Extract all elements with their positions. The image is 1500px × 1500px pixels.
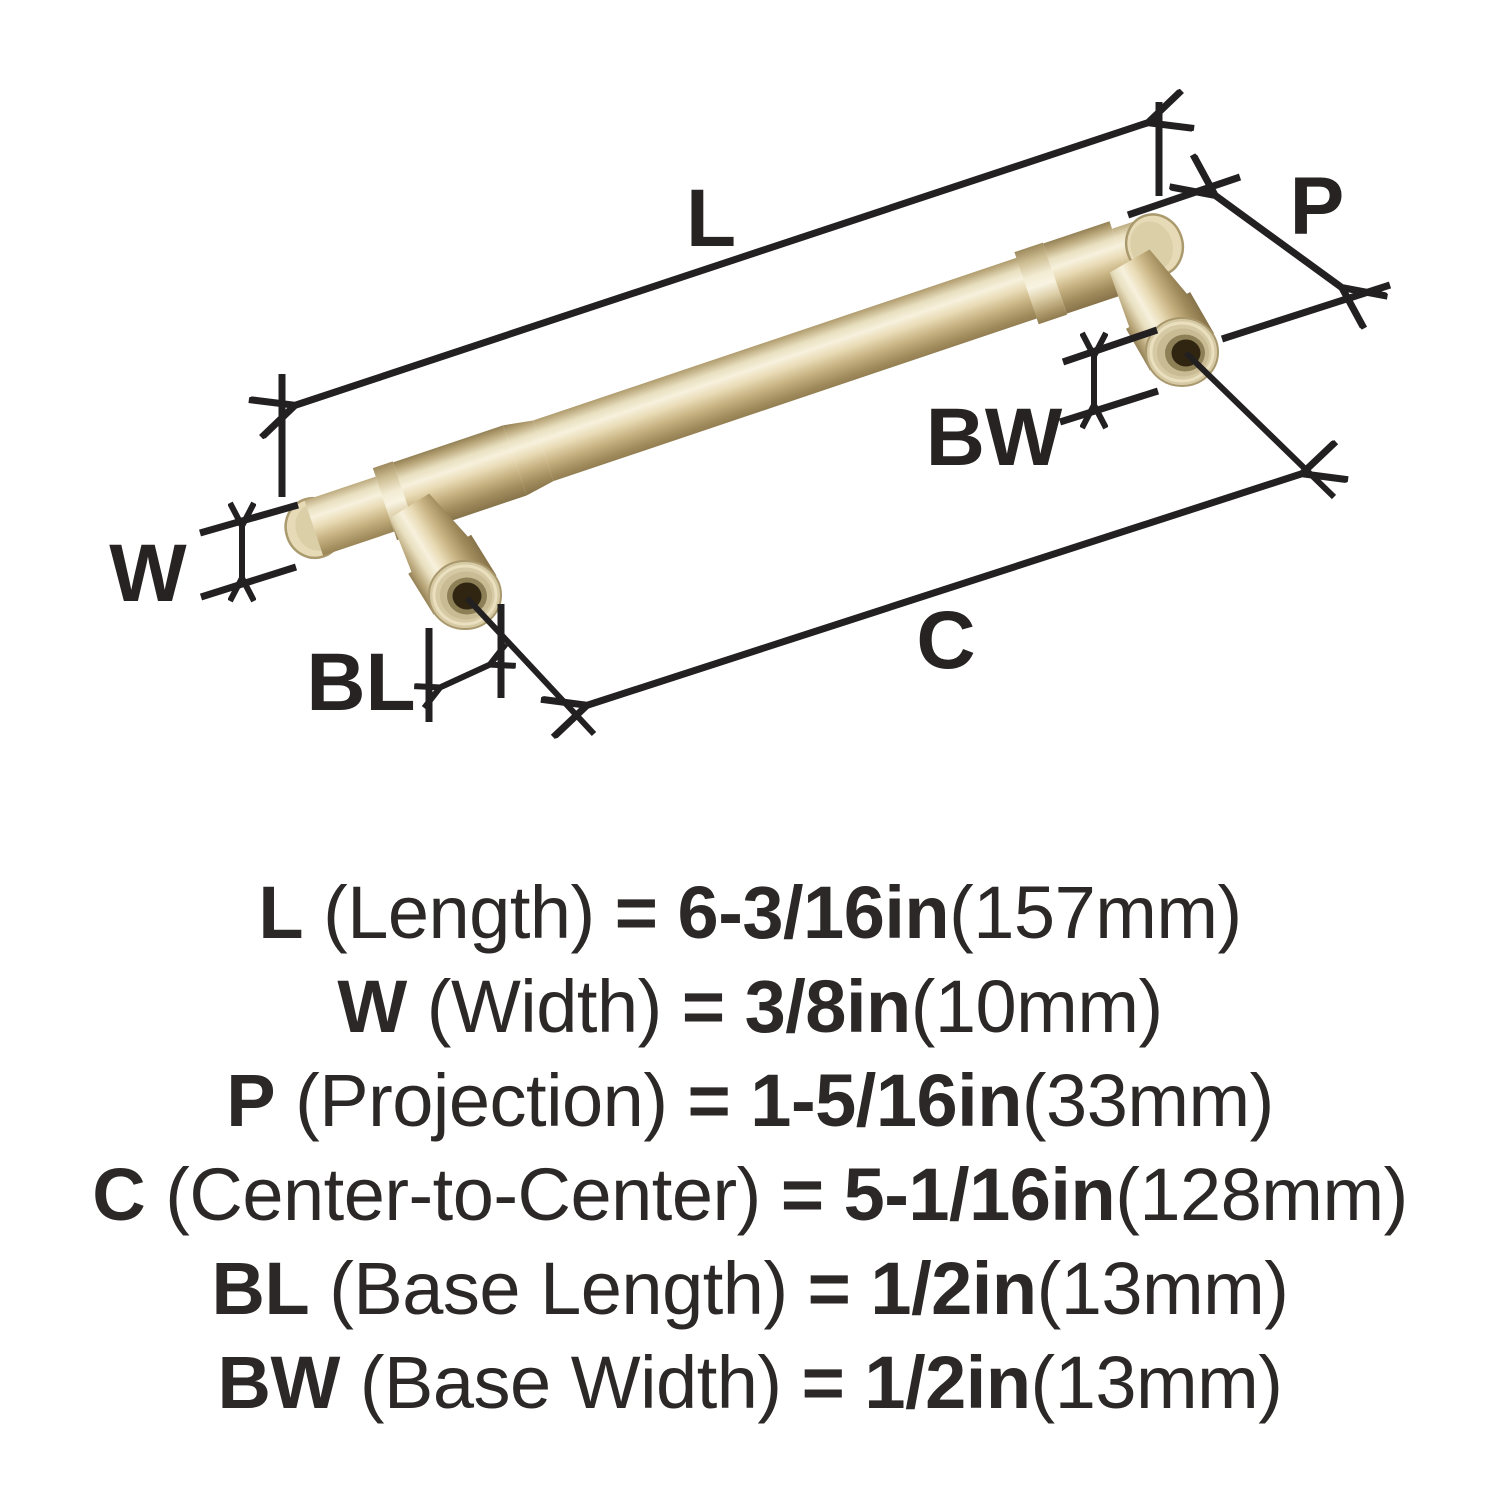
dim-c-arrow [588, 474, 1301, 705]
handle-diagram: L P W BW BL C [109, 0, 1392, 830]
dim-l-arrow [296, 123, 1147, 405]
spec-label: BL [211, 1247, 310, 1330]
spec-label: W [337, 965, 407, 1048]
dim-label-w: W [109, 528, 187, 619]
spec-line-base-width: BW (Base Width) = 1/2in(13mm) [0, 1336, 1500, 1430]
spec-line-center-to-center: C (Center-to-Center) = 5-1/16in(128mm) [0, 1148, 1500, 1242]
spec-label: BW [217, 1341, 341, 1424]
dim-p-end-line-upper [1126, 173, 1242, 219]
spec-value: = 3/8in [681, 965, 911, 1048]
spec-metric: (128mm) [1115, 1153, 1408, 1236]
spec-line-width: W (Width) = 3/8in(10mm) [0, 960, 1500, 1054]
dim-w-end-line-lower [199, 563, 298, 601]
spec-name: (Projection) [275, 1059, 688, 1142]
spec-label: C [92, 1153, 146, 1236]
dim-p-arrow [1216, 196, 1341, 287]
left-end-cap [304, 476, 395, 556]
dim-p-end-line-lower [1220, 281, 1392, 343]
dim-label-bl: BL [306, 637, 415, 728]
dim-bw-end-line-lower [1058, 387, 1160, 426]
dim-label-bw: BW [926, 392, 1063, 483]
spec-metric: (10mm) [910, 965, 1163, 1048]
spec-name: (Base Width) [339, 1341, 802, 1424]
spec-name: (Center-to-Center) [145, 1153, 781, 1236]
spec-label: P [226, 1059, 276, 1142]
dim-label-p: P [1290, 161, 1345, 252]
dim-label-l: L [686, 173, 736, 264]
spec-value: = 1/2in [807, 1247, 1037, 1330]
dim-bl-arrow [441, 665, 489, 687]
spec-block: L (Length) = 6-3/16in(157mm) W (Width) =… [0, 866, 1500, 1430]
spec-metric: (13mm) [1036, 1247, 1289, 1330]
spec-metric: (33mm) [1021, 1059, 1274, 1142]
spec-value: = 1-5/16in [687, 1059, 1023, 1142]
spec-line-base-length: BL (Base Length) = 1/2in(13mm) [0, 1242, 1500, 1336]
spec-value: = 5-1/16in [780, 1153, 1116, 1236]
spec-metric: (13mm) [1030, 1341, 1283, 1424]
spec-label: L [258, 871, 304, 954]
spec-name: (Length) [303, 871, 615, 954]
left-base-chamfer [432, 564, 498, 626]
spec-line-length: L (Length) = 6-3/16in(157mm) [0, 866, 1500, 960]
dim-label-c: C [916, 595, 975, 686]
spec-value: = 6-3/16in [614, 871, 950, 954]
dim-bw-end-line-upper [1061, 326, 1159, 366]
dim-c-leader-right [1183, 350, 1337, 500]
dimension-annotations [199, 102, 1392, 734]
spec-value: = 1/2in [801, 1341, 1031, 1424]
spec-metric: (157mm) [949, 871, 1242, 954]
spec-name: (Width) [406, 965, 682, 1048]
spec-line-projection: P (Projection) = 1-5/16in(33mm) [0, 1054, 1500, 1148]
spec-name: (Base Length) [309, 1247, 808, 1330]
dim-w-end-line-upper [199, 501, 299, 537]
left-post-cone [390, 493, 471, 576]
